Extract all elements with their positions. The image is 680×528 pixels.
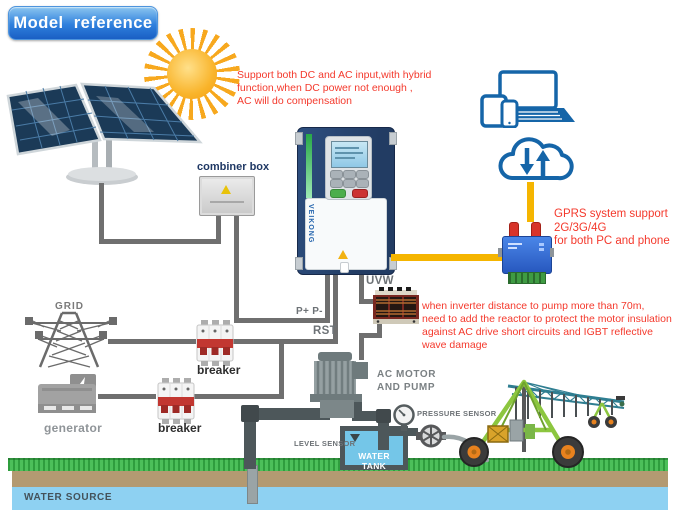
monitoring-devices: [480, 70, 575, 128]
combiner-box-label: combiner box: [197, 161, 270, 173]
reactor-note: when inverter distance to pump more than…: [422, 300, 672, 351]
wire-reactor-jog: [359, 333, 382, 338]
water-source-strip: [12, 487, 668, 510]
level-sensor-icon: [350, 434, 360, 442]
wire-dc-bus: [234, 318, 330, 323]
wire-uvw-down: [359, 274, 364, 304]
keypad-button: [356, 179, 369, 188]
wire-dc-riser: [325, 274, 330, 323]
terminal-block: [508, 272, 546, 284]
pipe-elbow: [376, 409, 391, 423]
soil-strip: [12, 471, 668, 487]
sun-disc: [167, 49, 217, 99]
pipe-discharge-horizontal: [352, 411, 388, 421]
wire-combiner-left-leg: [216, 212, 221, 244]
combiner-box-detail: [210, 201, 244, 203]
cloud-icon: [498, 137, 574, 181]
wire-grid-to-breaker: [108, 339, 196, 344]
page-title: Model reference: [8, 6, 158, 40]
sync-arrows-icon: [520, 148, 550, 177]
wire-rst-riser: [333, 274, 338, 344]
wire-pv-to-combiner: [99, 239, 221, 244]
inverter-brand: VEIKONG: [307, 204, 314, 244]
stop-button: [352, 189, 368, 198]
grid-tower-icon: [25, 311, 117, 368]
pipe-well-riser: [244, 408, 256, 469]
run-button: [330, 189, 346, 198]
dc-bus-label: P+ P-: [296, 306, 323, 317]
rst-label: RST: [313, 325, 337, 337]
mount-tab: [295, 132, 303, 145]
pipe-elbow: [241, 405, 259, 422]
gprs-module-body: [502, 236, 552, 274]
wire-combiner-right-leg: [234, 212, 239, 322]
wire-reactor-down: [377, 322, 382, 338]
inverter-lcd-display: [331, 141, 368, 168]
warning-triangle-icon: [221, 185, 231, 194]
level-sensor-label: LEVEL SENSOR: [294, 439, 356, 448]
pressure-sensor-label: PRESSURE SENSOR: [417, 409, 497, 418]
well-pipe: [247, 465, 258, 504]
irrigation-machine: [459, 379, 625, 468]
comm-cable-cloud-gprs: [527, 182, 534, 222]
inverter-gland: [340, 262, 349, 273]
pipe-irrigation-branch: [388, 428, 418, 436]
uvw-label: UVW: [366, 275, 394, 287]
pipe-suction-horizontal: [244, 408, 330, 420]
warning-triangle-icon: [338, 250, 348, 259]
gprs-module: [498, 222, 554, 284]
comm-cable-inverter-gprs: [391, 254, 503, 261]
pipe-discharge-down: [352, 402, 362, 418]
ac-motor-pump: [310, 352, 368, 418]
motor-label-line2: AND PUMP: [377, 382, 436, 393]
pressure-gauge-icon: [393, 404, 415, 431]
grid-label: GRID: [55, 301, 84, 312]
pipe-tank-inlet: [378, 411, 389, 450]
solar-panel-array: [6, 82, 203, 185]
wire-breaker2-out: [194, 394, 284, 399]
wire-pv-down: [99, 183, 104, 243]
gprs-note: GPRS system support 2G/3G/4G for both PC…: [554, 208, 670, 247]
breaker-grid-icon: [196, 320, 234, 366]
breaker-generator-label: breaker: [158, 421, 202, 435]
generator-label: generator: [44, 421, 103, 435]
combiner-box: [199, 176, 255, 216]
water-source-label: WATER SOURCE: [24, 492, 113, 503]
solar-pump-inverter: VEIKONG: [295, 127, 397, 275]
wire-breaker-to-inverter: [232, 339, 338, 344]
mount-tab: [389, 132, 397, 145]
wire-generator-riser: [279, 341, 284, 399]
keypad-button: [330, 170, 343, 179]
grass-strip: [8, 458, 668, 471]
inverter-keypad: [325, 136, 372, 200]
wire-generator-to-breaker: [98, 394, 156, 399]
wire-to-reactor: [359, 299, 383, 304]
reactor: [373, 287, 419, 324]
keypad-button: [343, 179, 356, 188]
wire-to-motor: [359, 333, 364, 360]
generator-icon: [38, 374, 96, 413]
breaker-generator-icon: [157, 378, 195, 424]
mount-tab: [295, 257, 303, 270]
motor-label-line1: AC MOTOR: [377, 369, 437, 380]
inverter-front-panel: [305, 198, 387, 270]
inverter-green-stripe: [306, 134, 312, 198]
phone-icon: [500, 99, 519, 128]
motor-junction-box: [352, 362, 368, 379]
keypad-button: [356, 170, 369, 179]
keypad-button: [343, 170, 356, 179]
hybrid-input-note: Support both DC and AC input,with hybrid…: [237, 69, 432, 107]
breaker-grid-label: breaker: [197, 363, 241, 377]
keypad-button: [330, 179, 343, 188]
water-tank-label: WATER TANK: [358, 451, 390, 471]
